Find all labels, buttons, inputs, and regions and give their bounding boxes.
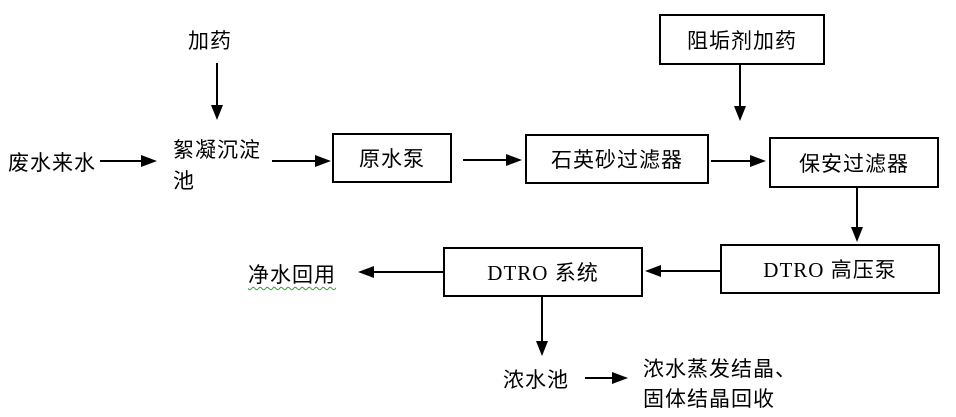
- node-quartz-sand-filter: 石英砂过滤器: [525, 134, 709, 184]
- label-flocculation-tank: 絮凝沉淀 池: [173, 135, 261, 197]
- arrowhead-right-icon: [506, 154, 522, 166]
- arrowhead-left-icon: [358, 266, 374, 278]
- arrowhead-down-icon: [851, 227, 863, 242]
- arrowhead-down-icon: [536, 341, 548, 356]
- label-flocculation-line2: 池: [173, 169, 195, 193]
- node-antiscalant-dosing: 阻垢剂加药: [659, 14, 825, 65]
- node-dtro-hp-pump: DTRO 高压泵: [720, 244, 940, 294]
- label-concentrate-tank: 浓水池: [503, 368, 569, 392]
- node-dtro-system: DTRO 系统: [443, 247, 643, 297]
- arrowhead-down-icon: [211, 105, 223, 120]
- arrowhead-right-icon: [750, 155, 766, 167]
- label-dosing: 加药: [188, 29, 232, 53]
- arrowhead-right-icon: [612, 372, 628, 384]
- label-concentrate-note: 浓水蒸发结晶、 固体结晶回收: [643, 354, 797, 414]
- node-raw-water-pump: 原水泵: [332, 133, 452, 183]
- label-clean-water-reuse: 净水回用: [248, 263, 336, 287]
- arrowhead-right-icon: [141, 155, 157, 167]
- node-security-filter: 保安过滤器: [769, 137, 939, 188]
- label-concentrate-note-line1: 浓水蒸发结晶、: [643, 357, 797, 381]
- label-flocculation-line1: 絮凝沉淀: [173, 138, 261, 162]
- arrowhead-down-icon: [734, 106, 746, 121]
- label-concentrate-note-line2: 固体结晶回收: [643, 387, 775, 411]
- label-influent: 废水来水: [8, 151, 96, 175]
- arrowhead-left-icon: [645, 265, 661, 277]
- arrowhead-right-icon: [315, 155, 331, 167]
